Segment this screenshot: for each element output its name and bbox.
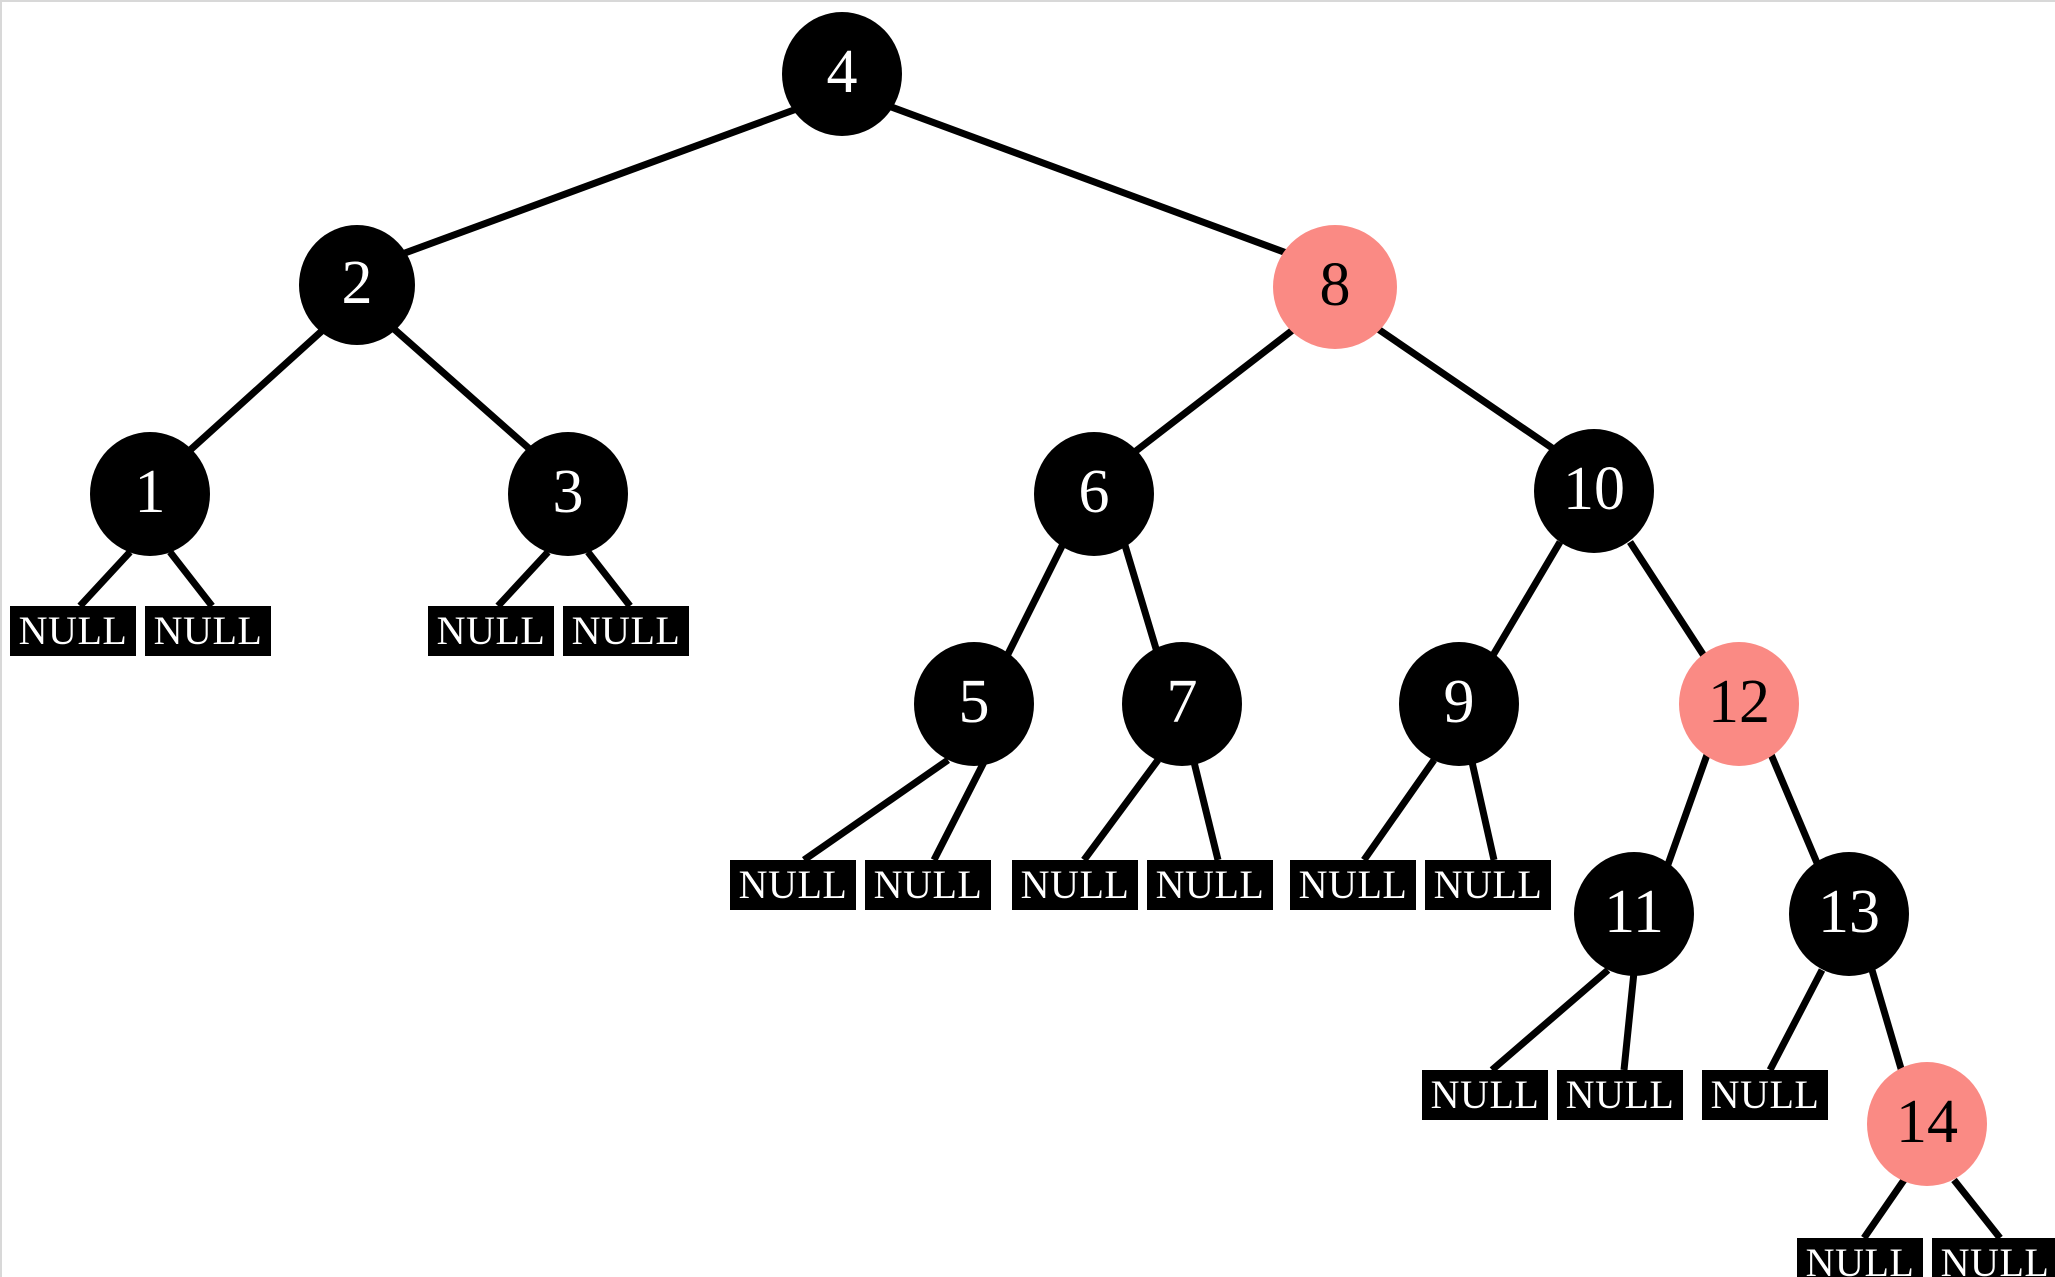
tree-null-leaf: NULL xyxy=(1932,1238,2055,1277)
tree-null-leaf-label: NULL xyxy=(738,861,848,907)
tree-edge-n5-L5 xyxy=(802,757,950,863)
tree-null-leaf-label: NULL xyxy=(1940,1239,2050,1277)
tree-node-label: 5 xyxy=(958,668,990,736)
tree-edge-n12-n13 xyxy=(1766,750,1824,872)
tree-edge-n7-L7 xyxy=(1081,757,1161,863)
tree-edge-n13-n14 xyxy=(1868,969,1906,1073)
tree-edge-n2-n3 xyxy=(391,326,536,455)
tree-edge-n9-L10 xyxy=(1468,761,1498,861)
tree-node-label: 9 xyxy=(1443,668,1475,736)
tree-node-10[interactable]: 10 xyxy=(1534,429,1654,553)
tree-node-8[interactable]: 8 xyxy=(1273,225,1397,349)
tree-null-leaf: NULL xyxy=(1422,1070,1548,1120)
tree-node-14[interactable]: 14 xyxy=(1867,1062,1987,1186)
tree-edge-n5-L6 xyxy=(930,760,988,862)
tree-null-leaf: NULL xyxy=(145,606,271,656)
tree-node-label: 7 xyxy=(1166,668,1198,736)
tree-edge-n14-L14 xyxy=(1861,1178,1907,1240)
tree-null-leaf-label: NULL xyxy=(1565,1071,1675,1117)
tree-node-label: 8 xyxy=(1319,251,1351,319)
tree-node-4[interactable]: 4 xyxy=(782,12,902,136)
tree-node-3[interactable]: 3 xyxy=(508,432,628,556)
tree-edge-n9-L9 xyxy=(1361,757,1437,863)
tree-null-leaf: NULL xyxy=(1557,1070,1683,1120)
tree-null-leaf: NULL xyxy=(1702,1070,1828,1120)
tree-null-leaf: NULL xyxy=(1290,860,1416,910)
tree-null-leaf-label: NULL xyxy=(1430,1071,1540,1117)
tree-edge-n12-n11 xyxy=(1662,750,1712,872)
tree-node-label: 13 xyxy=(1818,878,1880,946)
tree-null-leaf-label: NULL xyxy=(1155,861,1265,907)
tree-null-leaf: NULL xyxy=(10,606,136,656)
tree-edge-n3-L4 xyxy=(585,549,633,609)
tree-edge-n11-L11 xyxy=(1489,967,1611,1073)
tree-edge-n13-L13 xyxy=(1766,968,1826,1072)
tree-null-leaf-label: NULL xyxy=(153,607,263,653)
tree-edge-n7-L8 xyxy=(1190,761,1222,861)
tree-node-label: 14 xyxy=(1896,1088,1958,1156)
tree-null-leaf-label: NULL xyxy=(1710,1071,1820,1117)
tree-node-12[interactable]: 12 xyxy=(1679,642,1799,766)
tree-null-leaf-label: NULL xyxy=(436,607,546,653)
tree-edge-n4-n2 xyxy=(392,103,804,261)
tree-null-leaf-label: NULL xyxy=(1020,861,1130,907)
tree-null-leaf: NULL xyxy=(563,606,689,656)
tree-node-13[interactable]: 13 xyxy=(1789,852,1909,976)
tree-node-label: 3 xyxy=(552,458,584,526)
tree-edge-n1-L1 xyxy=(77,549,133,609)
tree-null-leaf: NULL xyxy=(428,606,554,656)
tree-node-label: 10 xyxy=(1563,455,1625,523)
tree-node-label: 4 xyxy=(826,38,858,106)
tree-edge-n8-n6 xyxy=(1129,326,1297,457)
tree-null-leaf: NULL xyxy=(1147,860,1273,910)
tree-null-leaf: NULL xyxy=(1012,860,1138,910)
tree-node-2[interactable]: 2 xyxy=(299,225,415,345)
tree-node-label: 6 xyxy=(1078,458,1110,526)
tree-node-label: 2 xyxy=(341,249,373,317)
tree-null-leaf-label: NULL xyxy=(1298,861,1408,907)
tree-node-label: 1 xyxy=(134,458,166,526)
tree-node-label: 12 xyxy=(1708,668,1770,736)
tree-edge-n6-n5 xyxy=(1000,540,1068,664)
tree-null-leaf-label: NULL xyxy=(1805,1239,1915,1277)
tree-node-5[interactable]: 5 xyxy=(914,642,1034,766)
tree-edge-n3-L3 xyxy=(495,549,551,609)
tree-edge-n8-n10 xyxy=(1376,326,1560,455)
tree-node-6[interactable]: 6 xyxy=(1034,432,1154,556)
tree-null-leaf: NULL xyxy=(730,860,856,910)
tree-node-7[interactable]: 7 xyxy=(1122,642,1242,766)
tree-null-leaf: NULL xyxy=(865,860,991,910)
tree-node-9[interactable]: 9 xyxy=(1399,642,1519,766)
tree-null-leaf-label: NULL xyxy=(18,607,128,653)
tree-edge-n10-n12 xyxy=(1627,540,1711,664)
tree-null-leaf-label: NULL xyxy=(873,861,983,907)
tree-node-1[interactable]: 1 xyxy=(90,432,210,556)
tree-edge-n2-n1 xyxy=(185,326,327,455)
tree-node-11[interactable]: 11 xyxy=(1574,852,1694,976)
tree-edge-n11-L12 xyxy=(1620,971,1638,1071)
tree-edge-n14-L15 xyxy=(1951,1177,2003,1241)
tree-node-label: 11 xyxy=(1604,878,1664,946)
tree-edge-n1-L2 xyxy=(167,549,215,609)
tree-null-leaf: NULL xyxy=(1797,1238,1923,1277)
tree-null-leaf-label: NULL xyxy=(571,607,681,653)
tree-edge-n6-n7 xyxy=(1120,540,1164,664)
tree-null-leaf-label: NULL xyxy=(1433,861,1543,907)
tree-edge-n4-n8 xyxy=(884,101,1294,259)
tree-null-leaf: NULL xyxy=(1425,860,1551,910)
tree-edge-n10-n9 xyxy=(1485,540,1564,664)
